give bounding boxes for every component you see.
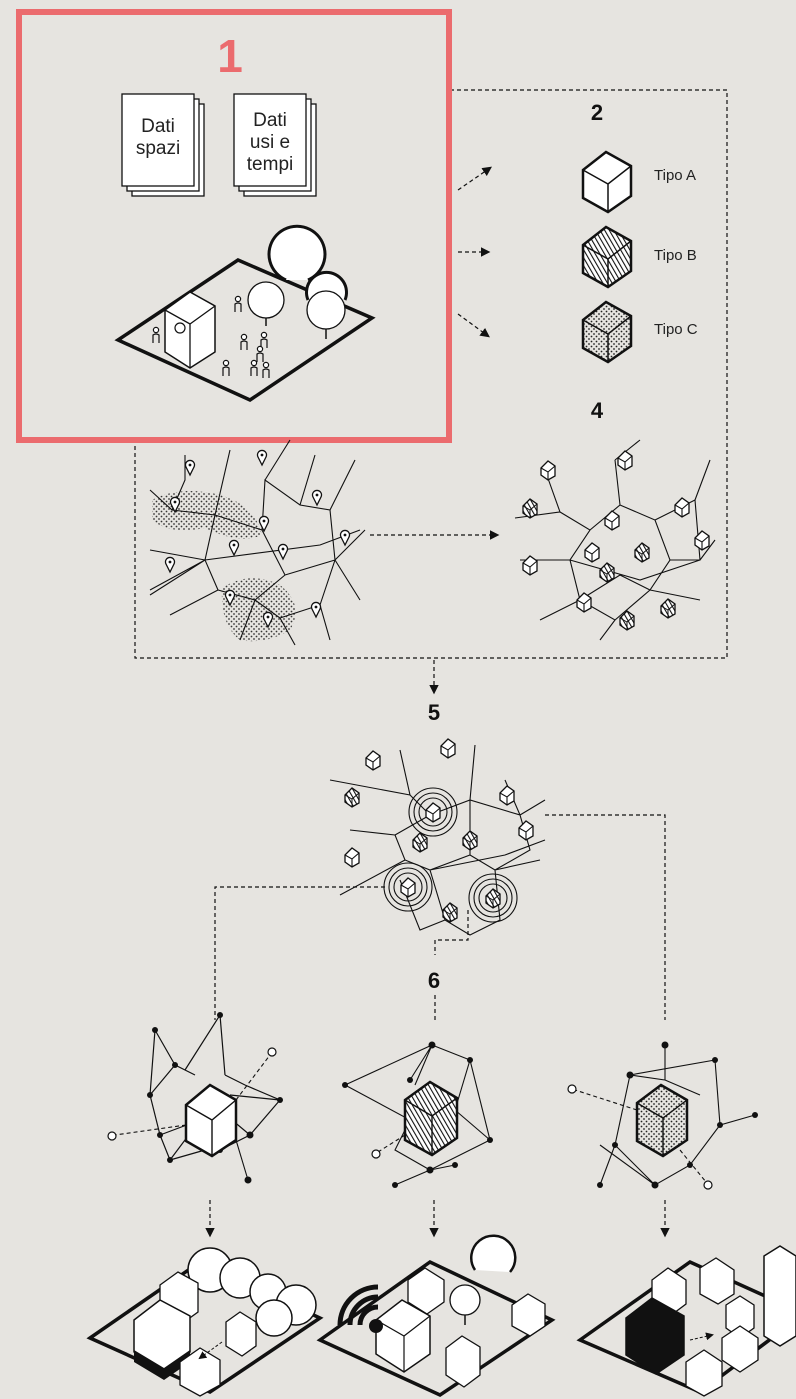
doc1-line1: Dati xyxy=(141,116,175,137)
step-6-network-a xyxy=(108,1012,283,1184)
doc2-line2: usi e xyxy=(250,132,290,153)
arrows-to-types xyxy=(458,168,490,336)
arrows-to-scenes xyxy=(210,1200,665,1235)
house-type-b-icon xyxy=(583,227,631,287)
type-b-label: Tipo B xyxy=(654,247,697,264)
house-type-c-icon xyxy=(583,302,631,362)
type-a-label: Tipo A xyxy=(654,167,696,184)
step-4-house-network: 4 xyxy=(515,398,715,640)
house-type-a-icon xyxy=(583,152,631,212)
step-6-number: 6 xyxy=(428,968,440,993)
step-1-number: 1 xyxy=(217,30,243,82)
step-5-number: 5 xyxy=(428,700,440,725)
step-1-box: 1 Dati spazi Dati usi e tempi xyxy=(19,12,449,440)
step-4-number: 4 xyxy=(591,398,604,423)
scene-c-illustration xyxy=(580,1246,796,1396)
document-stack-uses-times: Dati usi e tempi xyxy=(234,94,316,196)
pin-network-map xyxy=(150,440,365,645)
doc1-line2: spazi xyxy=(136,138,180,159)
type-c-label: Tipo C xyxy=(654,321,698,338)
step-5-cluster-map: 5 xyxy=(330,700,545,935)
document-stack-spaces: Dati spazi xyxy=(122,94,204,196)
doc2-line1: Dati xyxy=(253,110,287,131)
step-2-number: 2 xyxy=(591,100,603,125)
doc2-line3: tempi xyxy=(247,154,293,175)
step-6-network-c xyxy=(568,1042,758,1190)
scene-a-illustration xyxy=(90,1248,320,1396)
step-6-network-b xyxy=(342,1042,493,1189)
scene-b-illustration xyxy=(320,1236,552,1395)
step-2-types: 2 Tipo A Tipo B Tipo C xyxy=(583,100,698,362)
